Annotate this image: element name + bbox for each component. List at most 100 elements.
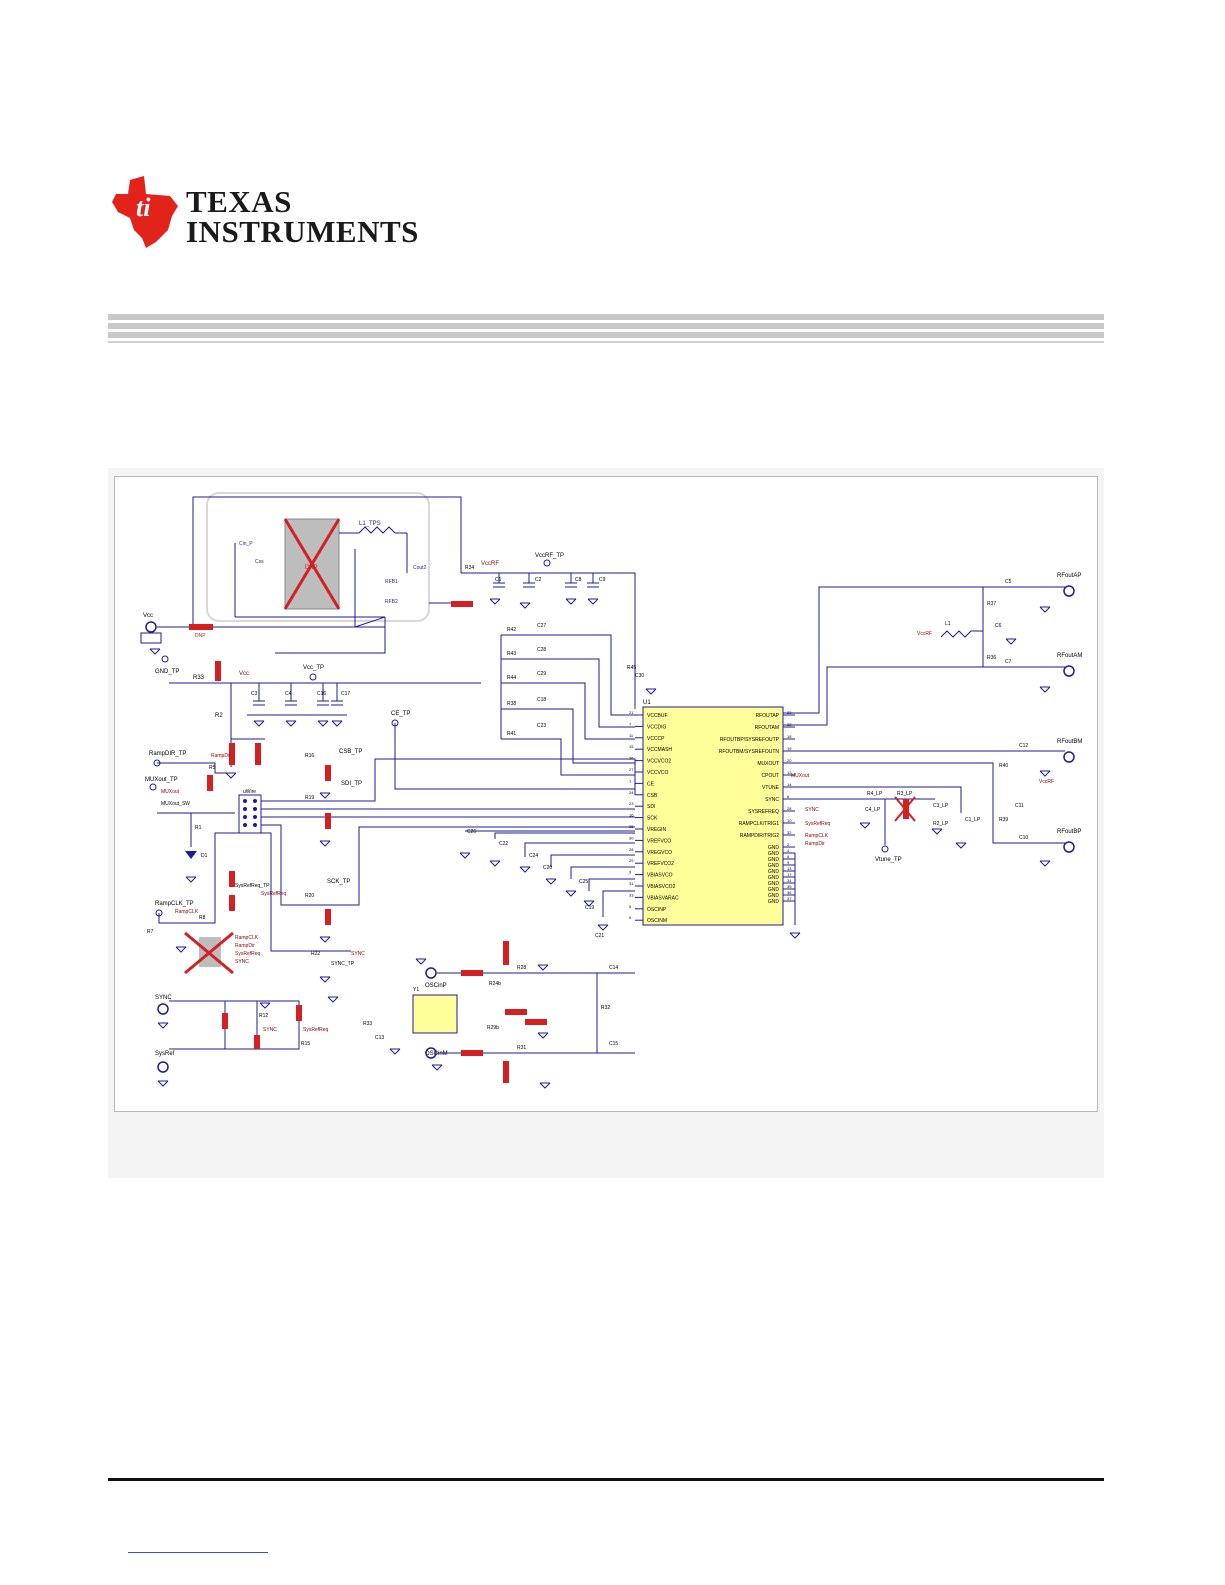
svg-text:RampCLK: RampCLK bbox=[235, 935, 259, 941]
svg-text:C10: C10 bbox=[1019, 835, 1028, 841]
vcc-filter-bank: R42 R43 R44 R38 R41 C27 C28 C29 C18 C23 bbox=[500, 623, 635, 776]
texas-state-logo-icon bbox=[112, 176, 178, 248]
ground-symbol bbox=[955, 842, 967, 849]
ic-pin-number-right: 2 bbox=[787, 842, 790, 847]
svg-text:R5: R5 bbox=[209, 765, 216, 771]
ic-pin-number-left: 6 bbox=[629, 915, 632, 920]
svg-text:R20: R20 bbox=[305, 893, 314, 899]
svg-text:SYNC: SYNC bbox=[351, 951, 365, 957]
svg-text:SYNC: SYNC bbox=[235, 959, 249, 965]
ground-symbol bbox=[285, 720, 297, 727]
svg-text:RampCLK: RampCLK bbox=[175, 909, 199, 915]
svg-text:RFoutBP: RFoutBP bbox=[1057, 829, 1081, 835]
ic-pin-label-right: RFOUTAM bbox=[755, 725, 779, 731]
ic-pin-number-right: 19 bbox=[787, 746, 792, 751]
vccrf-decoupling-caps: C1 C2 C8 C9 bbox=[493, 573, 606, 588]
svg-text:C15: C15 bbox=[609, 1041, 618, 1047]
svg-text:R19: R19 bbox=[305, 795, 314, 801]
svg-text:U1: U1 bbox=[643, 700, 651, 706]
svg-text:C28: C28 bbox=[537, 647, 546, 653]
ground-symbol bbox=[157, 1022, 169, 1029]
svg-text:C7: C7 bbox=[1005, 659, 1012, 665]
svg-text:C6: C6 bbox=[995, 623, 1002, 629]
ic-pin-number-right: 28 bbox=[787, 806, 792, 811]
svg-text:GND_TP: GND_TP bbox=[155, 669, 179, 675]
ground-symbol bbox=[459, 852, 471, 859]
svg-text:DNP: DNP bbox=[195, 633, 206, 639]
vreg-caps: C26 C22 C24 C20 C25 C19 C21 bbox=[465, 829, 635, 939]
svg-text:C3_LP: C3_LP bbox=[933, 803, 949, 809]
svg-text:Vcc_TP: Vcc_TP bbox=[303, 665, 324, 671]
svg-text:R39: R39 bbox=[999, 817, 1008, 823]
svg-text:ti: ti bbox=[136, 193, 151, 222]
ground-symbol bbox=[1039, 606, 1051, 613]
svg-text:R44: R44 bbox=[507, 675, 516, 681]
ic-u1: U1 VCCBUF21VCCDIG7VCCCP11VCCMASH15VCCVCO… bbox=[629, 700, 795, 926]
svg-text:Vcc: Vcc bbox=[239, 671, 249, 677]
ic-pin-label-right: SYSREFREQ bbox=[748, 809, 779, 815]
svg-text:R12: R12 bbox=[259, 1013, 268, 1019]
svg-text:SysRefReq: SysRefReq bbox=[235, 951, 261, 957]
ground-symbols bbox=[149, 598, 1051, 1089]
ic-pin-label-right: GND bbox=[768, 863, 780, 869]
svg-text:C23: C23 bbox=[537, 723, 546, 729]
ic-pin-label-right: RFOUTBP/SYSREFOUTP bbox=[720, 737, 780, 743]
ic-pin-label-left: VBIASVCO2 bbox=[647, 884, 676, 890]
ic-pin-label-right: GND bbox=[768, 893, 780, 899]
svg-text:R41: R41 bbox=[507, 731, 516, 737]
ic-pin-number-left: 24 bbox=[629, 790, 634, 795]
ic-pin-number-left: 11 bbox=[629, 733, 634, 738]
svg-text:C22: C22 bbox=[499, 841, 508, 847]
ic-pin-number-right: 18 bbox=[787, 734, 792, 739]
ic-pin-label-right: GND bbox=[768, 857, 780, 863]
svg-text:R1: R1 bbox=[195, 825, 202, 831]
svg-text:R42: R42 bbox=[507, 627, 516, 633]
ic-pin-label-left: VREFVCO2 bbox=[647, 861, 674, 867]
ic-pin-label-right: RAMPCLK/TRIG1 bbox=[739, 821, 780, 827]
svg-text:Cout2: Cout2 bbox=[413, 565, 427, 571]
ground-symbol bbox=[319, 792, 331, 799]
ground-symbol bbox=[583, 900, 595, 907]
header-rules bbox=[108, 314, 1104, 346]
ic-pin-number-right: 14 bbox=[787, 782, 792, 787]
svg-text:C14: C14 bbox=[609, 965, 618, 971]
ground-symbol bbox=[319, 840, 331, 847]
svg-text:R2: R2 bbox=[215, 713, 223, 719]
svg-text:C3: C3 bbox=[251, 691, 258, 697]
svg-text:L1_TPS: L1_TPS bbox=[359, 521, 381, 527]
ground-symbol bbox=[859, 822, 871, 829]
svg-text:C9: C9 bbox=[599, 577, 606, 583]
svg-text:R34: R34 bbox=[465, 565, 474, 571]
svg-text:VccRF: VccRF bbox=[917, 631, 932, 637]
ground-symbol bbox=[225, 772, 237, 779]
svg-text:SysRefReq: SysRefReq bbox=[805, 821, 831, 827]
ic-pin-number-left: 28 bbox=[629, 847, 634, 852]
ground-symbol bbox=[537, 964, 549, 971]
svg-text:R32: R32 bbox=[601, 1005, 610, 1011]
svg-text:R45: R45 bbox=[627, 665, 636, 671]
ic-pin-label-left: VREGVCO bbox=[647, 850, 672, 856]
ic-pin-number-right: 13 bbox=[787, 866, 792, 871]
ic-pin-number-right: 34 bbox=[787, 878, 792, 883]
svg-text:SDI_TP: SDI_TP bbox=[341, 781, 362, 787]
loop-filter: R4_LP C4_LP R3_LP C3_LP R2_LP C1_LP Vtun… bbox=[783, 786, 981, 863]
ic-pin-number-right: 32 bbox=[787, 830, 792, 835]
ic-pin-number-left: 16 bbox=[629, 813, 634, 818]
ground-symbol bbox=[539, 1082, 551, 1089]
ic-pin-label-left: SCK bbox=[647, 816, 658, 822]
ground-symbol bbox=[1039, 770, 1051, 777]
schematic-panel: DNP L1_TPS Cout2 RFB1 RFB2 Cin_P Css Vcc… bbox=[108, 468, 1104, 1178]
ground-symbol bbox=[317, 720, 329, 727]
ic-pin-number-left: 33 bbox=[629, 892, 634, 897]
ic-pin-number-right: 20 bbox=[787, 758, 792, 763]
svg-text:C11: C11 bbox=[1015, 803, 1024, 809]
ic-pin-label-left: VCCMASH bbox=[647, 747, 672, 753]
svg-text:C30: C30 bbox=[635, 673, 644, 679]
ic-pin-label-left: VREGIN bbox=[647, 827, 667, 833]
rf-outputs: R37 R36 VccRF L1 C5 C6 C7 RFoutAP RFoutA… bbox=[783, 573, 1082, 853]
ic-pin-number-left: 26 bbox=[629, 756, 634, 761]
ground-symbol bbox=[149, 648, 161, 655]
ic-pin-label-left: VBIASVARAC bbox=[647, 895, 679, 901]
svg-text:C4: C4 bbox=[285, 691, 292, 697]
ic-pin-number-right: 12 bbox=[787, 770, 792, 775]
